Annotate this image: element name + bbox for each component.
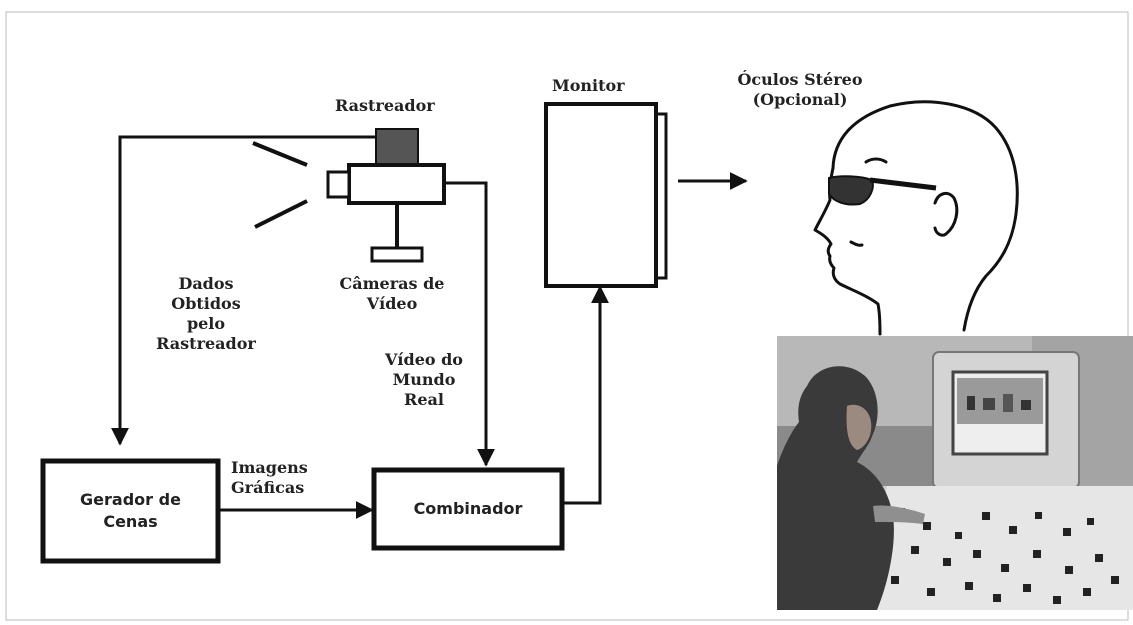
tracker-device: [375, 128, 419, 165]
tracker-label: Rastreador: [335, 96, 435, 115]
monitor-label: Monitor: [552, 76, 625, 95]
real-world-video-label: Vídeo do Mundo Real: [385, 350, 463, 409]
stereo-glasses-label: Óculos Stéreo (Opcional): [737, 70, 863, 109]
combiner-label: Combinador: [413, 499, 523, 518]
video-camera-icon: [326, 163, 446, 263]
combiner-box: [371, 467, 565, 551]
user-photo: [777, 336, 1133, 610]
camera-to-combiner-arrow: [444, 181, 495, 467]
scene-generator-label: Gerador de Cenas: [80, 490, 181, 531]
combiner-to-monitor-arrow: [562, 285, 609, 505]
tracker-data-label: Dados Obtidos pelo Rastreador: [156, 274, 256, 353]
head-with-glasses-icon: [813, 100, 1019, 336]
graphic-images-label: Imagens Gráficas: [231, 458, 308, 497]
camera-field-of-view: [252, 141, 308, 229]
stereo-glasses-icon: [828, 175, 937, 206]
monitor-icon: [544, 102, 668, 288]
video-cameras-label: Câmeras de Vídeo: [339, 274, 445, 313]
tracker-to-generator-arrow: [111, 135, 376, 446]
figure-frame: [5, 11, 1129, 621]
